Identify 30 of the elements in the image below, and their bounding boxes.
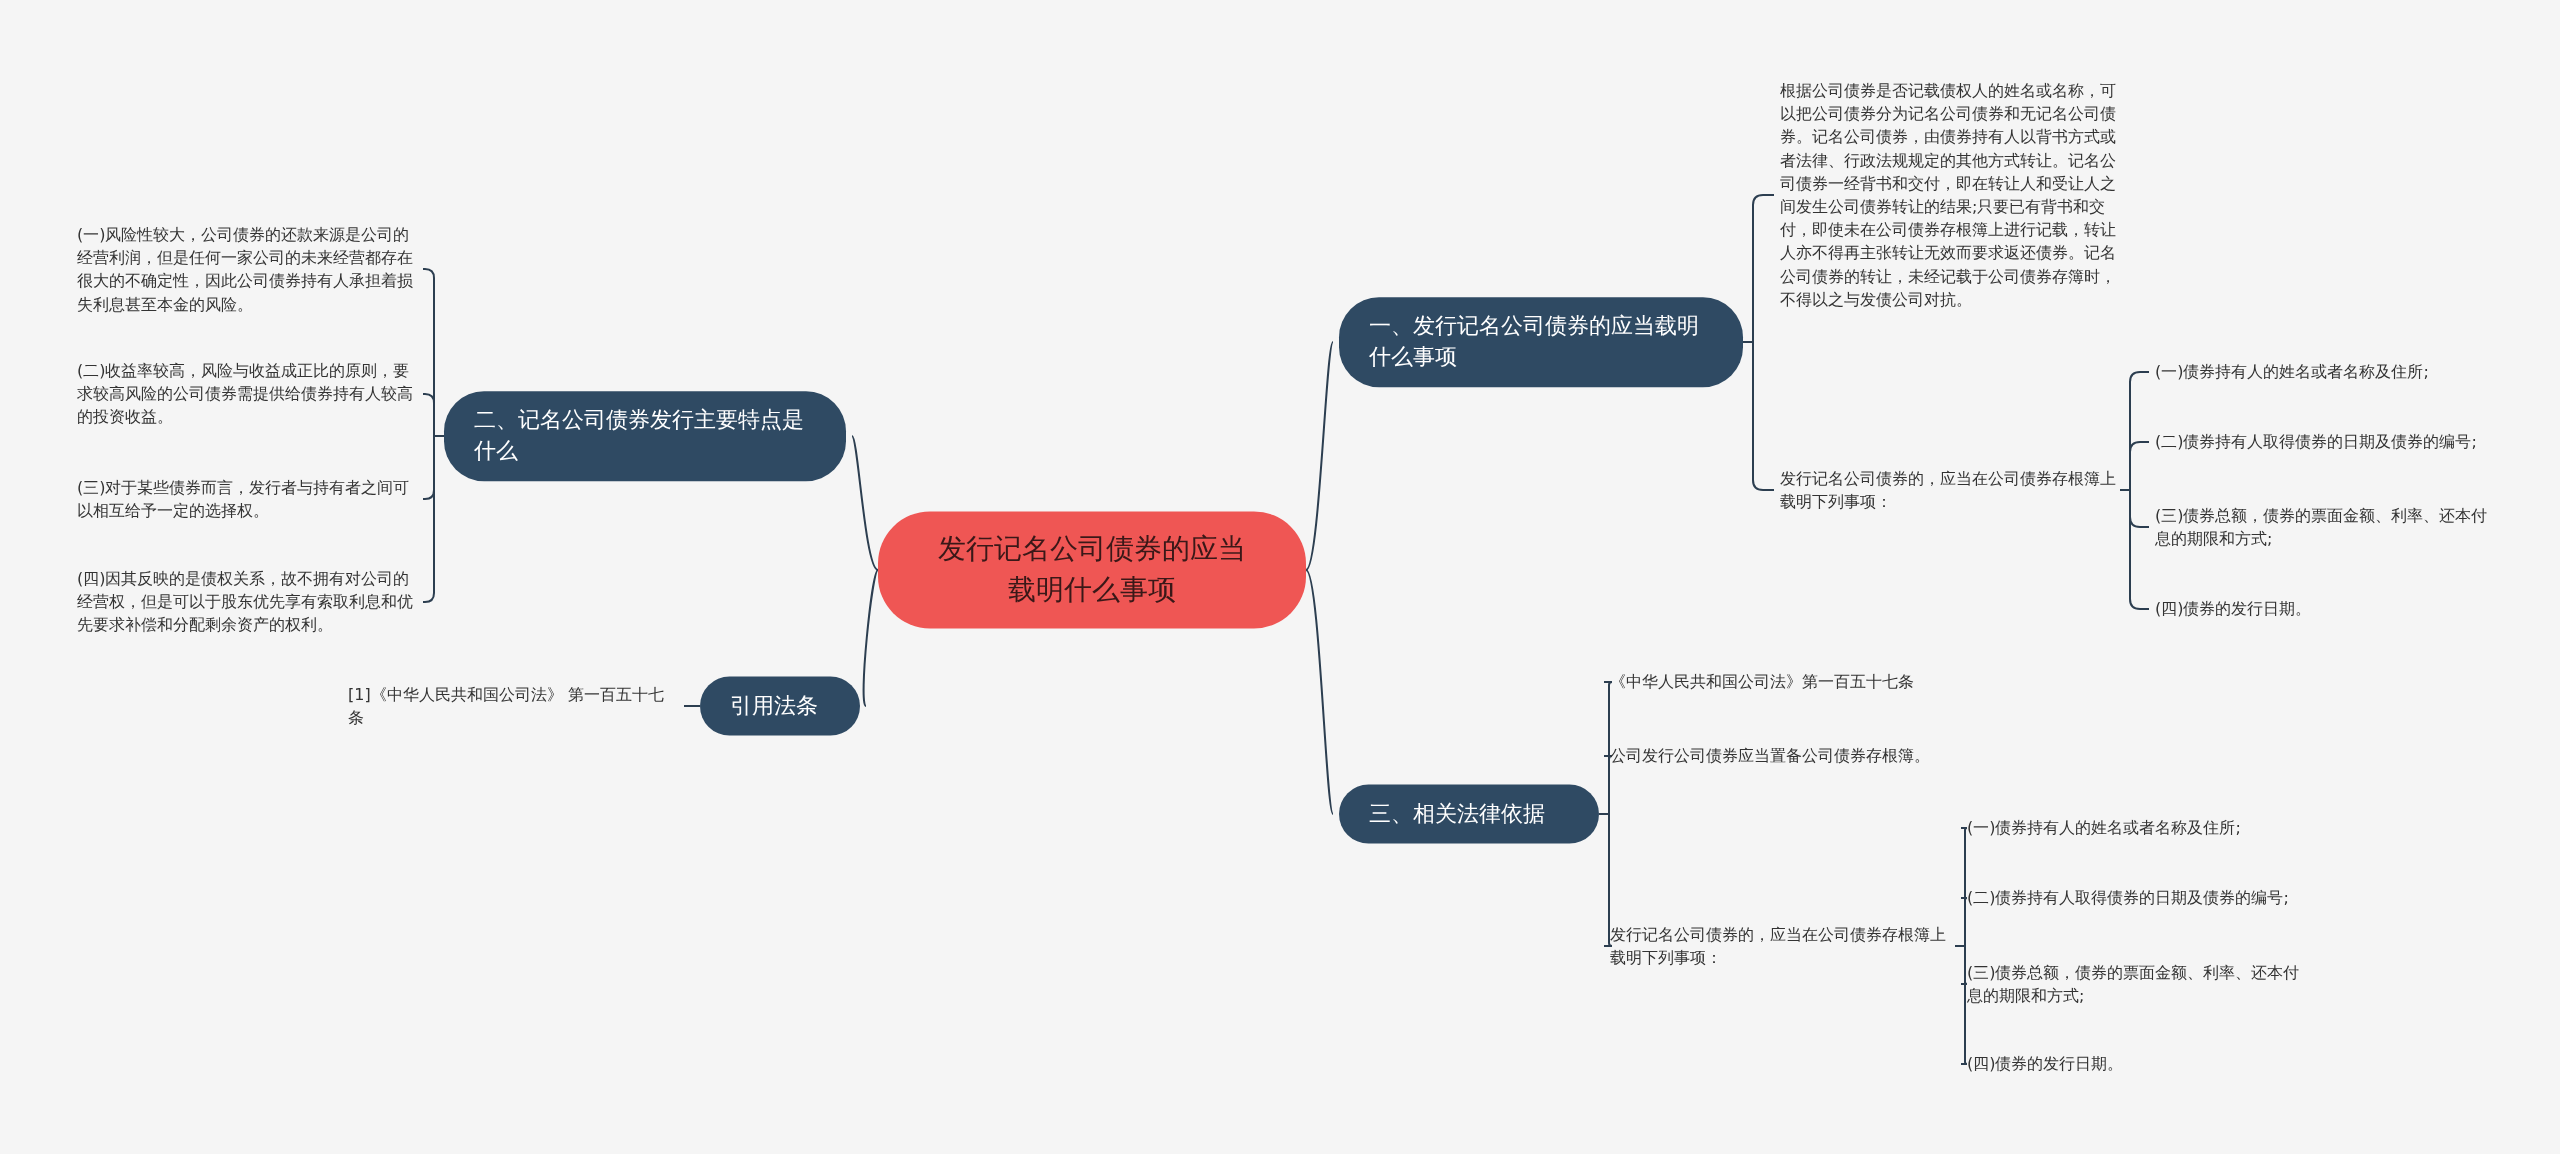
topic-text: (四)因其反映的是债权关系，故不拥有对公司的经营权，但是可以于股东优先享有索取利息和优先要求补偿和分配剩余资产的权利。 bbox=[77, 567, 417, 637]
topic-box: 二、记名公司债券发行主要特点是什么 bbox=[444, 391, 846, 481]
topic-text: (三)债券总额，债券的票面金额、利率、还本付息的期限和方式; bbox=[2155, 503, 2495, 551]
topic-text: (四)债券的发行日期。 bbox=[2155, 597, 2535, 621]
topic-box: 一、发行记名公司债券的应当载明什么事项 bbox=[1339, 297, 1743, 387]
topic-text: (一)债券持有人的姓名或者名称及住所; bbox=[2155, 360, 2535, 384]
connector-line bbox=[1598, 813, 1613, 947]
topic-text: 发行记名公司债券的，应当在公司债券存根簿上载明下列事项： bbox=[1610, 922, 1955, 970]
topic-text: (二)收益率较高，风险与收益成正比的原则，要求较高风险的公司债券需提供给债券持有人较高的投资收益。 bbox=[77, 359, 417, 429]
connector-line bbox=[1305, 341, 1334, 571]
topic-text: 根据公司债券是否记载债权人的姓名或名称，可以把公司债券分为记名公司债券和无记名公司债券。记名公司债券，由债券持有人以背书方式或者法律、行政法规规定的其他方式转让。记名公司债券一经背书和交付，即在转让人和受让人之间发生公司债券转让的结果;只要已有背书和交付，即使未在公司债券存根簿上进行记载，转让人亦不得再主张转让无效而要求返还债券。记名公司债券的转让，未经记载于公司债券存簿时，不得以之与发债公司对抗。 bbox=[1780, 79, 2120, 311]
central-topic: 发行记名公司债券的应当载明什么事项 bbox=[878, 511, 1306, 629]
topic-text: (三)债券总额，债券的票面金额、利率、还本付息的期限和方式; bbox=[1967, 960, 2307, 1008]
connector-line bbox=[851, 435, 879, 571]
topic-box: 引用法条 bbox=[700, 676, 860, 736]
topic-text: 公司发行公司债券应当置备公司债券存根簿。 bbox=[1610, 744, 1970, 768]
topic-text: 发行记名公司债券的，应当在公司债券存根簿上载明下列事项： bbox=[1780, 466, 2120, 514]
connector-line bbox=[683, 705, 701, 707]
topic-text: 《中华人民共和国公司法》第一百五十七条 bbox=[1610, 670, 1970, 694]
connector-line bbox=[1305, 569, 1334, 815]
topic-text: [1]《中华人民共和国公司法》 第一百五十七条 bbox=[348, 682, 678, 730]
topic-box: 三、相关法律依据 bbox=[1339, 784, 1599, 844]
connector-line bbox=[422, 435, 445, 603]
topic-text: (三)对于某些债券而言，发行者与持有者之间可以相互给予一定的选择权。 bbox=[77, 475, 417, 523]
topic-text: (四)债券的发行日期。 bbox=[1967, 1052, 2347, 1076]
topic-text: (二)债券持有人取得债券的日期及债券的编号; bbox=[1967, 886, 2347, 910]
connector-line bbox=[862, 569, 879, 707]
topic-text: (二)债券持有人取得债券的日期及债券的编号; bbox=[2155, 430, 2535, 454]
topic-text: (一)债券持有人的姓名或者名称及住所; bbox=[1967, 816, 2347, 840]
topic-text: (一)风险性较大，公司债券的还款来源是公司的经营利润，但是任何一家公司的未来经营都存在很大的不确定性，因此公司债券持有人承担着损失利息甚至本金的风险。 bbox=[77, 222, 417, 316]
